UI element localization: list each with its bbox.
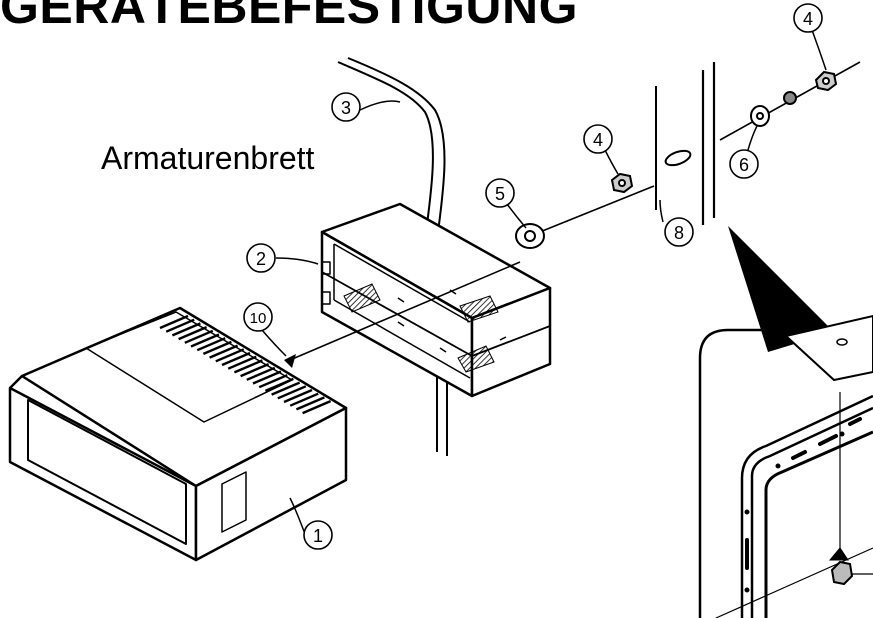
vent-slot (246, 366, 276, 381)
vent-slot (215, 348, 245, 363)
zoom-wedge (728, 226, 834, 352)
callout-5: 5 (485, 178, 515, 208)
dashboard-label: Armaturenbrett (101, 140, 315, 176)
callout-1-label: 1 (313, 526, 323, 546)
page-title: GERÄTEBEFESTIGUNG (0, 0, 578, 34)
callout-2-label: 2 (256, 249, 266, 269)
vent-slot (171, 322, 201, 337)
callout-4-mid-label: 4 (593, 130, 603, 150)
vent-slot (283, 388, 313, 404)
vent-slot (165, 318, 195, 333)
callout-6-label: 6 (739, 155, 749, 175)
wall (701, 62, 716, 225)
vent-slot (202, 340, 232, 356)
vent-slot (277, 385, 307, 400)
vent-slot (295, 396, 325, 411)
vent-slot (159, 314, 189, 330)
leader-lines (261, 29, 827, 535)
sleeve-tabs (343, 283, 499, 373)
callout-3: 3 (331, 92, 361, 122)
callout-6: 6 (729, 149, 759, 179)
vent-slot (233, 359, 263, 374)
vent-slot (264, 377, 294, 393)
nut-mid (610, 172, 634, 194)
callout-4-mid: 4 (583, 124, 613, 154)
vent-slot (190, 333, 220, 348)
vent-slot (196, 337, 226, 352)
dashboard-panel (655, 86, 692, 210)
callout-8-label: 8 (674, 223, 684, 243)
callout-10-label: 10 (250, 310, 267, 327)
head-unit (8, 306, 348, 562)
vent-slot (178, 325, 208, 341)
callout-4-top: 4 (793, 3, 823, 33)
callout-3-label: 3 (341, 98, 351, 118)
vent-slot (184, 329, 214, 344)
rear-hardware (750, 70, 838, 127)
callout-4-top-label: 4 (803, 9, 813, 29)
vent-slot (289, 392, 319, 407)
dashboard-line (436, 370, 448, 456)
vent-slot (252, 370, 282, 385)
vent-slot (240, 362, 270, 378)
washer (515, 223, 545, 249)
vent-slot (221, 351, 251, 367)
callout-1: 1 (303, 520, 333, 550)
vent-slot (302, 399, 332, 415)
vent-slot (227, 355, 257, 370)
callout-5-label: 5 (495, 184, 505, 204)
vent-slot (209, 344, 239, 359)
callout-10: 10 (243, 302, 273, 332)
pointer-arrow (284, 354, 296, 368)
detail-inset (698, 314, 873, 618)
vent-slot (271, 381, 301, 396)
callout-2: 2 (246, 243, 276, 273)
vent-slot (258, 374, 288, 389)
callout-8: 8 (664, 217, 694, 247)
head-unit-vents (159, 314, 332, 415)
